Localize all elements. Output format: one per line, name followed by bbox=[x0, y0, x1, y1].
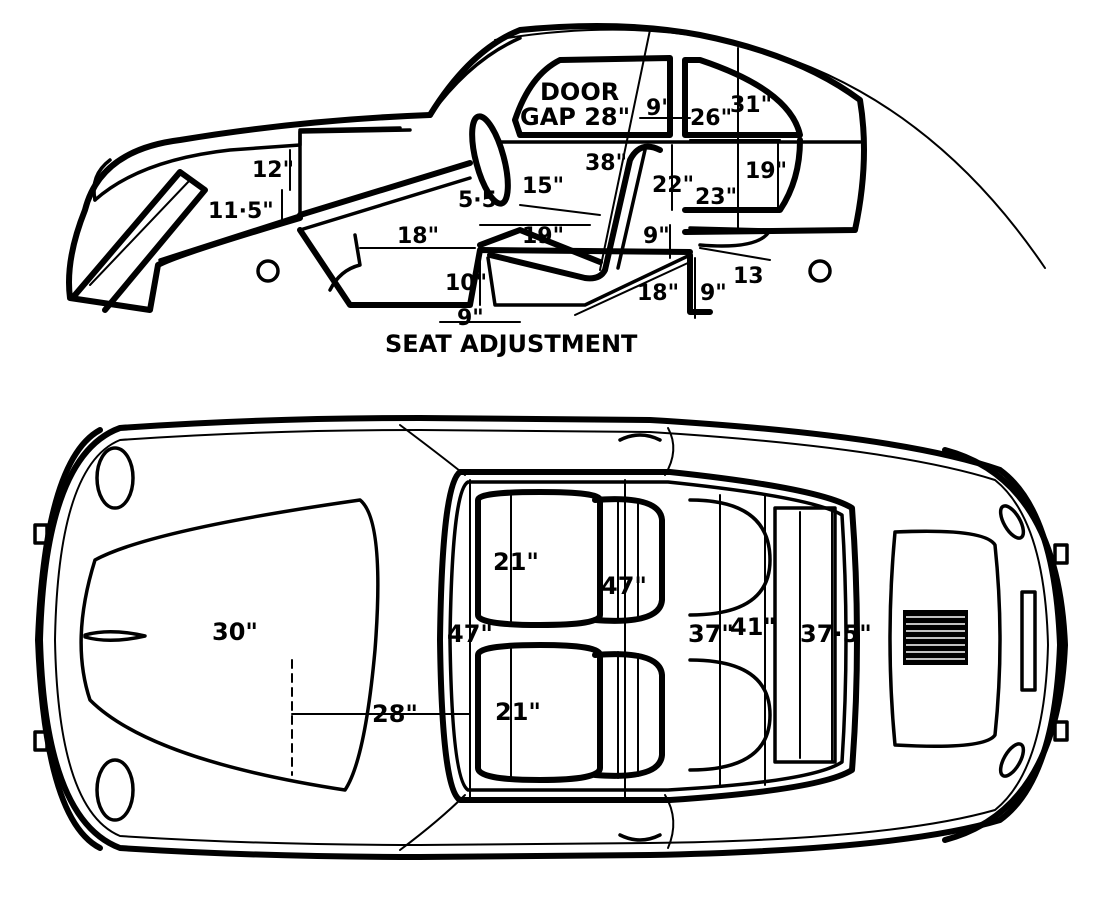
label-37-5: 37·5" bbox=[800, 620, 872, 648]
dim-line-15 bbox=[519, 204, 601, 216]
rear-lower bbox=[687, 252, 713, 315]
headlight-bottom bbox=[95, 758, 135, 822]
label-22: 22" bbox=[652, 173, 694, 198]
body-outline bbox=[37, 415, 1063, 860]
rear-wheel-hub bbox=[808, 259, 832, 283]
parcel-shelf bbox=[773, 506, 837, 764]
rear-bumper bbox=[942, 447, 1068, 843]
dim-line-18-lower bbox=[574, 261, 691, 316]
label-21-bottom: 21" bbox=[495, 698, 541, 726]
label-31: 31" bbox=[730, 93, 772, 118]
label-door-gap-2: GAP 28" bbox=[520, 103, 630, 131]
label-41: 41" bbox=[730, 613, 776, 641]
front-wheel-hub bbox=[256, 259, 280, 283]
rear-well-bottom bbox=[688, 658, 772, 772]
roof-outline bbox=[427, 23, 867, 235]
side-view: DOOR GAP 28" 9" 26" 31" 38" 12" 11·5" 15… bbox=[66, 23, 1046, 358]
label-47-width: 47" bbox=[447, 620, 493, 648]
rear-bulkhead bbox=[682, 137, 803, 213]
pedal bbox=[328, 233, 362, 292]
label-28: 28" bbox=[372, 700, 418, 728]
label-19-right: 19" bbox=[745, 159, 787, 184]
door-handle-top bbox=[618, 433, 662, 442]
steering-column bbox=[297, 160, 473, 218]
seat-bottom-cushion bbox=[475, 642, 603, 783]
steering-wheel bbox=[469, 113, 511, 207]
front-bumper bbox=[35, 427, 103, 851]
cabin-inner bbox=[448, 480, 848, 792]
steering-column-2 bbox=[298, 176, 472, 232]
seat-back-inner bbox=[616, 148, 647, 270]
label-10: 10" bbox=[445, 271, 487, 296]
label-18-floor: 18" bbox=[397, 224, 439, 249]
door-handle-bottom bbox=[618, 833, 662, 842]
rear-seat bbox=[688, 226, 772, 248]
dim-line-38 bbox=[599, 29, 651, 271]
label-11-5: 11·5" bbox=[208, 199, 274, 224]
seat-top-back bbox=[592, 496, 665, 624]
taillight-top bbox=[998, 504, 1026, 540]
label-47-seat: 47" bbox=[601, 572, 647, 600]
quarter-window bbox=[682, 57, 803, 138]
body-outline-inner bbox=[54, 429, 1049, 846]
front-overrider-bottom bbox=[33, 730, 49, 752]
label-21-top: 21" bbox=[493, 548, 539, 576]
label-37: 37" bbox=[688, 620, 734, 648]
cabin-outline bbox=[437, 469, 860, 803]
label-seat-adjustment: SEAT ADJUSTMENT bbox=[385, 330, 638, 358]
door-line-bottom bbox=[399, 794, 466, 851]
headlight bbox=[92, 158, 112, 202]
front-compartment bbox=[158, 128, 412, 262]
label-9-adjust: 9" bbox=[457, 306, 484, 331]
luggage-panel bbox=[72, 169, 208, 313]
rear-well-top bbox=[688, 498, 772, 617]
windscreen bbox=[428, 36, 522, 117]
front-overrider-top bbox=[33, 523, 49, 545]
front-hood bbox=[79, 498, 380, 792]
taillight-bottom bbox=[998, 742, 1026, 778]
door-line-top bbox=[399, 424, 466, 476]
seat-cushion bbox=[477, 227, 603, 265]
label-5-5: 5·5 bbox=[458, 188, 497, 213]
label-18-lower: 18" bbox=[637, 281, 679, 306]
seat-bottom-back bbox=[592, 651, 665, 779]
bonnet-inner bbox=[93, 126, 402, 202]
label-door-gap-1: DOOR bbox=[540, 78, 619, 106]
seat-base bbox=[486, 253, 692, 307]
seat-top-cushion bbox=[475, 489, 603, 628]
headlight-top bbox=[95, 446, 135, 510]
door-window bbox=[512, 55, 673, 138]
label-30: 30" bbox=[212, 618, 258, 646]
label-26: 26" bbox=[690, 106, 732, 131]
seat-back bbox=[487, 143, 663, 282]
label-13: 13 bbox=[733, 264, 764, 289]
rear-overrider-bottom bbox=[1053, 720, 1069, 742]
rear-overrider-top bbox=[1053, 543, 1069, 565]
engine-lid bbox=[888, 529, 1002, 748]
hood-ornament bbox=[83, 630, 147, 642]
label-9-top: 9" bbox=[646, 96, 673, 121]
door-rear-top bbox=[664, 427, 675, 476]
label-19-seat: 19" bbox=[522, 224, 564, 249]
luggage-panel-inner bbox=[89, 179, 191, 286]
engine-grille-slats bbox=[906, 616, 965, 660]
floor-pan bbox=[297, 227, 693, 308]
label-38: 38" bbox=[585, 151, 627, 176]
label-9-right: 9" bbox=[700, 281, 727, 306]
license-plate bbox=[1020, 590, 1037, 692]
dim-line-13 bbox=[699, 247, 771, 261]
label-12: 12" bbox=[252, 158, 294, 183]
label-9-seat: 9" bbox=[643, 224, 670, 249]
nose-outline bbox=[66, 112, 433, 313]
top-view: 30" 28" 21" 21" 47" 47" 37" 41" 37·5" bbox=[33, 415, 1069, 860]
label-23: 23" bbox=[695, 185, 737, 210]
label-15: 15" bbox=[522, 174, 564, 199]
